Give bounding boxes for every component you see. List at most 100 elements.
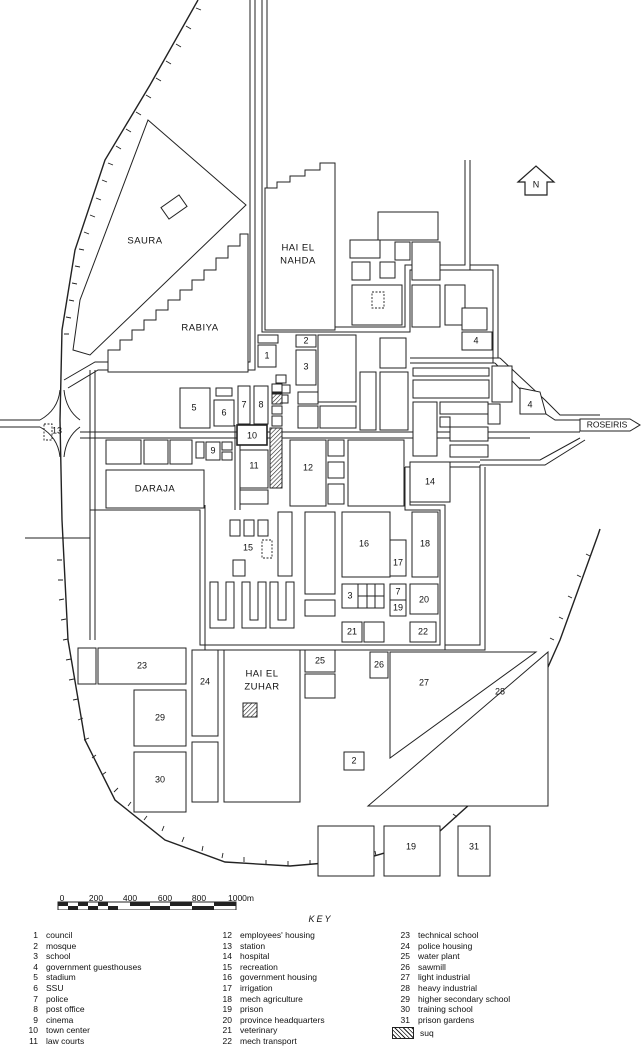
key-item: 2 mosque xyxy=(18,941,141,952)
label-9: 9 xyxy=(210,445,215,455)
key-text: SSU xyxy=(46,982,64,993)
north-arrow-icon: N xyxy=(516,165,556,196)
town-plan-map: N ROSEIRIS SAURA RABIYA HAI EL NAHDA 4 xyxy=(0,0,641,910)
label-14: 14 xyxy=(425,476,435,486)
key-item: 18 mech agriculture xyxy=(212,994,325,1005)
label-25: 25 xyxy=(315,655,325,665)
key-text: mosque xyxy=(46,940,77,951)
label-19-south: 19 xyxy=(406,841,416,851)
key-number: 27 xyxy=(400,972,410,983)
district-daraja: DARAJA xyxy=(105,439,205,509)
key-number: 31 xyxy=(400,1014,410,1025)
key-number: 17 xyxy=(222,982,232,993)
label-7-south: 7 xyxy=(395,586,400,596)
key-number: 29 xyxy=(400,993,410,1004)
key-text: town center xyxy=(46,1025,90,1036)
key-text: cinema xyxy=(46,1014,74,1025)
hai-el-nahda-label-1: HAI EL xyxy=(281,243,314,254)
key-number: 2 xyxy=(33,940,38,951)
town-center-cluster: 5 6 7 8 10 11 9 xyxy=(179,383,283,505)
label-28: 28 xyxy=(495,686,505,696)
label-27: 27 xyxy=(419,677,429,687)
key-number: 18 xyxy=(222,993,232,1004)
label-4-north: 4 xyxy=(473,335,478,345)
key-item: 16 government housing xyxy=(212,972,325,983)
key-text: station xyxy=(240,940,266,951)
key-item: 13 station xyxy=(212,941,325,952)
scale-label-400: 400 xyxy=(122,893,138,903)
key-text: veterinary xyxy=(240,1025,278,1036)
label-11: 11 xyxy=(249,460,258,470)
key-text: suq xyxy=(420,1028,434,1039)
key-number: 11 xyxy=(29,1035,38,1046)
key-text: stadium xyxy=(46,972,76,983)
scale-labels: 0 200 400 600 800 1000m xyxy=(55,893,285,905)
key-text: training school xyxy=(418,1004,473,1015)
key-text: technical school xyxy=(418,930,479,940)
key-text: province headquarters xyxy=(240,1014,325,1025)
label-19-north: 19 xyxy=(393,602,403,612)
key-number: 16 xyxy=(222,972,232,983)
key-number: 14 xyxy=(222,951,232,962)
label-15: 15 xyxy=(243,542,253,552)
label-3-north: 3 xyxy=(303,361,308,371)
southern-zone: 23 24 29 30 HAI EL ZUHAR 25 26 2 27 28 1… xyxy=(77,647,549,877)
hai-el-nahda-label-2: NAHDA xyxy=(280,256,316,267)
key-text: light industrial xyxy=(418,972,470,983)
key-text: government guesthouses xyxy=(46,961,142,972)
key-item: 17 irrigation xyxy=(212,983,325,994)
east-blocks: 4 14 xyxy=(409,365,547,503)
scale-label-800: 800 xyxy=(191,893,207,903)
recreation-area: 15 xyxy=(209,511,336,629)
label-29: 29 xyxy=(155,712,165,722)
key-number: 13 xyxy=(222,940,232,951)
key-number: 5 xyxy=(33,972,38,983)
label-4-east: 4 xyxy=(527,399,532,409)
label-31: 31 xyxy=(469,841,479,851)
label-16: 16 xyxy=(359,538,369,548)
key-text: irrigation xyxy=(240,982,273,993)
scale-label-0: 0 xyxy=(59,893,65,903)
key-item: 11 law courts xyxy=(18,1036,141,1047)
key-text: mech agriculture xyxy=(240,993,303,1004)
key-item: 27 light industrial xyxy=(390,972,510,983)
label-17: 17 xyxy=(393,557,403,567)
label-10: 10 xyxy=(247,430,257,440)
label-8: 8 xyxy=(258,399,263,409)
key-text: school xyxy=(46,951,71,962)
key-number: 26 xyxy=(400,961,410,972)
key-item: 23 technical school xyxy=(390,930,510,941)
key-number: 23 xyxy=(400,930,410,940)
scale-label-1000m: 1000m xyxy=(228,893,254,903)
label-13: 13 xyxy=(52,425,62,435)
central-north-blocks: 1 2 3 xyxy=(257,334,409,431)
key-number: 19 xyxy=(222,1004,232,1015)
label-12: 12 xyxy=(303,462,313,472)
key-text: sawmill xyxy=(418,961,446,972)
key-number: 24 xyxy=(400,940,410,951)
key-text: law courts xyxy=(46,1035,85,1046)
district-hai-el-nahda: HAI EL NAHDA xyxy=(264,162,336,331)
label-2-south: 2 xyxy=(351,755,356,765)
roseiris-road-arrow: ROSEIRIS xyxy=(579,418,641,432)
station: 13 xyxy=(43,423,62,441)
key-number: 30 xyxy=(400,1004,410,1015)
key-text: government housing xyxy=(240,972,318,983)
district-rabiya: RABIYA xyxy=(107,233,249,373)
key-number: 4 xyxy=(33,961,38,972)
